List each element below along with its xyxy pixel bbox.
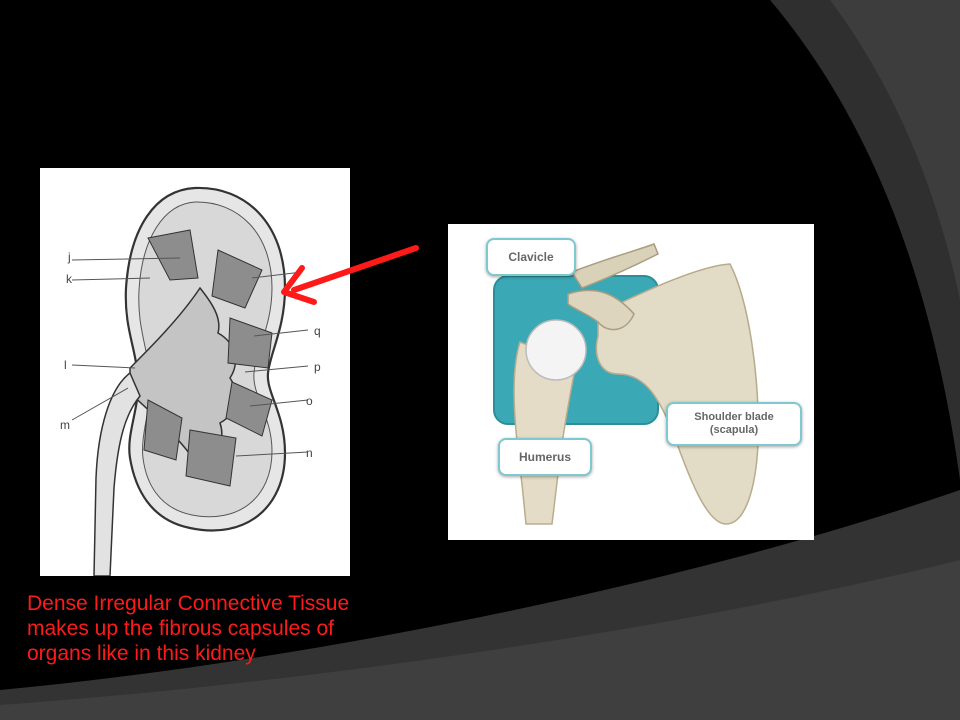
kidney-label-m: m <box>60 418 70 432</box>
humerus-label: Humerus <box>518 450 571 464</box>
humerus-callout: Humerus <box>498 438 592 476</box>
kidney-label-n: n <box>306 446 313 460</box>
kidney-label-l: l <box>64 358 67 372</box>
kidney-diagram: j k l m q p o n <box>40 168 350 577</box>
shoulder-illustration <box>493 243 759 525</box>
scapula-callout: Shoulder blade (scapula) <box>666 402 802 446</box>
kidney-label-j: j <box>68 250 71 264</box>
clavicle-callout: Clavicle <box>486 238 576 276</box>
shoulder-diagram <box>448 224 814 540</box>
kidney-label-p: p <box>314 360 321 374</box>
kidney-label-k: k <box>66 272 72 286</box>
kidney-illustration <box>71 186 309 577</box>
kidney-label-q: q <box>314 324 321 338</box>
scapula-label: Shoulder blade (scapula) <box>694 411 774 436</box>
kidney-label-o: o <box>306 394 313 408</box>
caption-text: Dense Irregular Connective Tissue makes … <box>27 592 350 665</box>
clavicle-label: Clavicle <box>508 250 554 264</box>
